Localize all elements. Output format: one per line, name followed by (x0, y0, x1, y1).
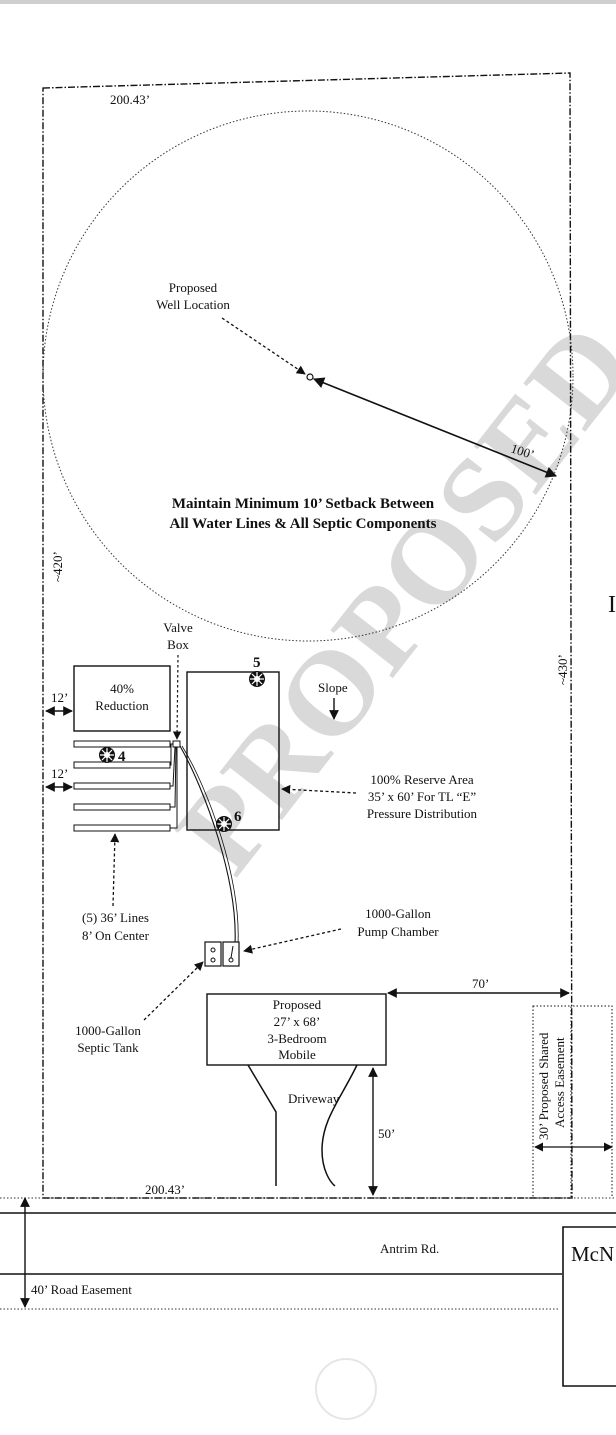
reduction-label-line1: 40% (110, 681, 134, 696)
well-radius-arrow (312, 377, 558, 478)
valve-box-label-line2: Box (167, 637, 189, 652)
drain-line (73, 803, 171, 811)
septic-tank-port-top (210, 947, 216, 953)
left-depth-label: ~420’ (50, 551, 65, 582)
marker-6-icon (216, 816, 232, 832)
right-depth-label: ~430’ (555, 654, 570, 685)
septic-tank (204, 941, 222, 967)
pressure-pipe (179, 745, 236, 945)
neighbor-box (562, 1226, 616, 1387)
reserve-area-box (186, 671, 280, 831)
setback-note-line2: All Water Lines & All Septic Components (170, 516, 437, 532)
well-radius-label: 100’ (509, 441, 536, 463)
well-pointer-arrow (221, 317, 306, 375)
neighbor-label: McN (571, 1242, 614, 1266)
drain-manifold (170, 743, 178, 829)
driveway-right-edge (321, 1064, 358, 1187)
septic-tank-label-line2: Septic Tank (77, 1040, 139, 1055)
valve-box-arrow (172, 654, 182, 740)
easement-label-line2: Access Easement (552, 1037, 567, 1128)
pump-chamber-label-line2: Pump Chamber (357, 924, 439, 939)
lines-note-line2: 8’ On Center (82, 928, 150, 943)
bottom-faint-circle (315, 1358, 377, 1420)
easement-label-line1: 30’ Proposed Shared (536, 1032, 551, 1140)
reduction-box (73, 665, 171, 732)
road-name-label: Antrim Rd. (380, 1241, 439, 1256)
septic-tank-arrow (143, 961, 204, 1021)
valve-box (172, 740, 181, 748)
drain-line (73, 782, 171, 790)
marker-5-label: 5 (253, 655, 261, 671)
well-label-line2: Well Location (156, 297, 230, 312)
drain-line (73, 740, 171, 748)
reserve-label-line1: 100% Reserve Area (370, 772, 473, 787)
reserve-label-line2: 35’ x 60’ For TL “E” (368, 789, 476, 804)
marker-5-icon (249, 671, 265, 687)
house-label-line1: Proposed (273, 997, 322, 1012)
pump-chamber-arrow (243, 928, 342, 954)
lines-note-arrow (110, 833, 120, 907)
valve-box-label-line1: Valve (163, 620, 193, 635)
marker-4-label: 4 (118, 749, 126, 765)
reduction-label-line2: Reduction (95, 698, 149, 713)
road-easement-label: 40’ Road Easement (31, 1282, 132, 1297)
septic-tank-port-bottom (210, 957, 216, 963)
setback-note-line1: Maintain Minimum 10’ Setback Between (172, 496, 435, 512)
marker-6-label: 6 (234, 809, 242, 825)
top-width-label: 200.43’ (110, 92, 150, 107)
house-to-easement-label: 70’ (472, 976, 489, 991)
house-label-line2: 27’ x 68’ (274, 1014, 321, 1029)
access-easement-box (532, 1005, 572, 1199)
driveway-label: Driveway (288, 1091, 340, 1106)
house-label-line3: 3-Bedroom (267, 1031, 326, 1046)
house-label-line4: Mobile (278, 1047, 316, 1062)
slope-label: Slope (318, 680, 348, 695)
well-label-line1: Proposed (169, 280, 218, 295)
septic-tank-label-line1: 1000-Gallon (75, 1023, 141, 1038)
pump-chamber (222, 941, 240, 967)
drain-line (73, 824, 171, 832)
well-location-marker (306, 373, 314, 381)
lines-note-line1: (5) 36’ Lines (82, 910, 149, 925)
pump-chamber-float (230, 945, 234, 959)
top-edge-bar (0, 0, 616, 4)
pressure-pipe-outline (181, 745, 239, 945)
reserve-area-arrow (281, 784, 357, 794)
left-setback-label-1: 12’ (51, 690, 68, 705)
proposed-house (206, 993, 387, 1066)
house-to-road-label: 50’ (378, 1126, 395, 1141)
access-easement-adjacent (573, 1005, 613, 1198)
edge-letter: I (608, 592, 616, 618)
reserve-label-line3: Pressure Distribution (367, 806, 478, 821)
left-setback-label-2: 12’ (51, 766, 68, 781)
marker-4-icon (99, 747, 115, 763)
pump-chamber-label-line1: 1000-Gallon (365, 906, 431, 921)
well-radius-circle (42, 110, 574, 642)
bottom-width-label: 200.43’ (145, 1182, 185, 1197)
driveway-left-edge (247, 1064, 277, 1186)
